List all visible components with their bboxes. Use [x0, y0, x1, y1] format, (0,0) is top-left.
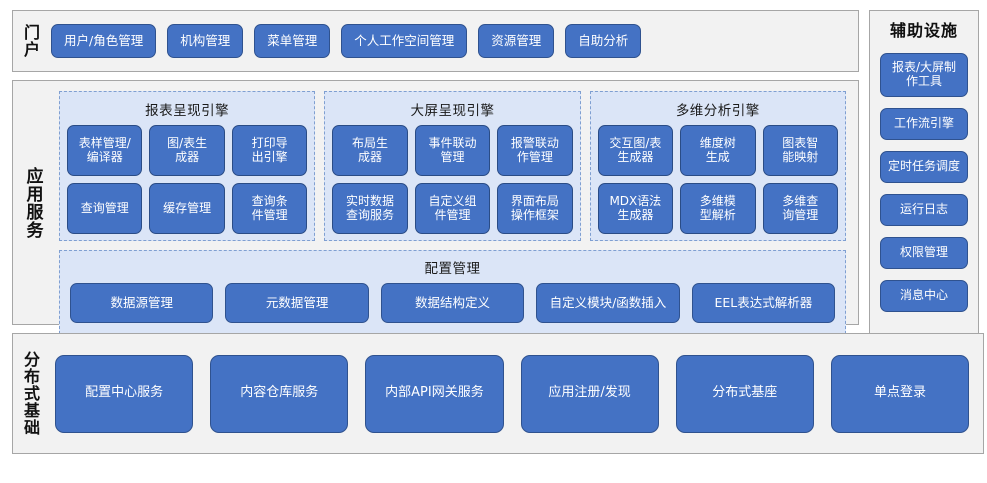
engine-items: 表样管理/ 编译器 图/表生 成器 打印导 出引擎 查询管理 缓存管理 查询条 …: [67, 125, 308, 234]
engine-items: 布局生 成器 事件联动 管理 报警联动 作管理 实时数据 查询服务 自定义组 件…: [332, 125, 573, 234]
aux-item-message-center[interactable]: 消息中心: [880, 280, 968, 312]
distributed-base-section: 分布式基础 配置中心服务 内容仓库服务 内部API网关服务 应用注册/发现 分布…: [12, 333, 984, 454]
distributed-item-config-center-service[interactable]: 配置中心服务: [55, 354, 194, 433]
engine-item-query-management[interactable]: 查询管理: [67, 183, 143, 234]
config-item-data-structure-definition[interactable]: 数据结构定义: [380, 283, 525, 323]
distributed-base-items: 配置中心服务 内容仓库服务 内部API网关服务 应用注册/发现 分布式基座 单点…: [47, 334, 983, 453]
portal-item-org[interactable]: 机构管理: [167, 24, 244, 58]
distributed-item-distributed-base[interactable]: 分布式基座: [675, 354, 814, 433]
distributed-item-app-registry-discovery[interactable]: 应用注册/发现: [520, 354, 659, 433]
engine-item-event-linkage-management[interactable]: 事件联动 管理: [414, 125, 491, 176]
aux-item-workflow-engine[interactable]: 工作流引擎: [880, 108, 968, 140]
engine-item-multidim-query-management[interactable]: 多维查 询管理: [762, 183, 838, 234]
aux-section-title: 辅助设施: [889, 21, 958, 40]
config-item-custom-module-function[interactable]: 自定义模块/函数插入: [536, 283, 680, 323]
portal-item-user-role[interactable]: 用户/角色管理: [51, 24, 157, 58]
engine-item-cache-management[interactable]: 缓存管理: [149, 183, 225, 234]
config-management-items: 数据源管理 元数据管理 数据结构定义 自定义模块/函数插入 EEL表达式解析器: [70, 283, 836, 323]
middle-row: 应用服务 报表呈现引擎 表样管理/ 编译器 图/表生 成器 打印导 出引擎 查询…: [12, 80, 979, 334]
portal-section-label: 门户: [21, 24, 40, 58]
engine-item-dimension-tree-generation[interactable]: 维度树 生成: [680, 125, 756, 176]
aux-item-runtime-log[interactable]: 运行日志: [880, 194, 968, 226]
config-management-group: 配置管理 数据源管理 元数据管理 数据结构定义 自定义模块/函数插入 EEL表达…: [59, 250, 846, 334]
engine-report-rendering: 报表呈现引擎 表样管理/ 编译器 图/表生 成器 打印导 出引擎 查询管理 缓存…: [59, 91, 316, 241]
app-services-body: 报表呈现引擎 表样管理/ 编译器 图/表生 成器 打印导 出引擎 查询管理 缓存…: [53, 81, 858, 334]
portal-section: 门户 用户/角色管理 机构管理 菜单管理 个人工作空间管理 资源管理 自助分析: [12, 10, 859, 72]
config-item-metadata-management[interactable]: 元数据管理: [225, 283, 369, 323]
distributed-item-single-sign-on[interactable]: 单点登录: [830, 354, 970, 433]
engine-item-realtime-data-query-service[interactable]: 实时数据 查询服务: [332, 183, 408, 234]
portal-item-resource[interactable]: 资源管理: [478, 24, 555, 58]
aux-item-scheduled-task[interactable]: 定时任务调度: [880, 151, 968, 183]
engine-item-alarm-linkage-action-management[interactable]: 报警联动 作管理: [497, 125, 573, 176]
engine-bigscreen-rendering: 大屏呈现引擎 布局生 成器 事件联动 管理 报警联动 作管理 实时数据 查询服务…: [324, 91, 581, 241]
engine-title: 大屏呈现引擎: [410, 103, 495, 119]
config-item-datasource-management[interactable]: 数据源管理: [70, 283, 214, 323]
engine-multidim-analysis: 多维分析引擎 交互图/表 生成器 维度树 生成 图表智 能映射 MDX语法 生成…: [589, 91, 846, 241]
engine-item-multidim-model-parsing[interactable]: 多维模 型解析: [680, 183, 756, 234]
portal-items: 用户/角色管理 机构管理 菜单管理 个人工作空间管理 资源管理 自助分析: [47, 11, 858, 71]
distributed-base-section-label: 分布式基础: [21, 351, 40, 436]
engine-item-chart-table-generator[interactable]: 图/表生 成器: [149, 125, 225, 176]
distributed-item-internal-api-gateway-service[interactable]: 内部API网关服务: [365, 354, 504, 433]
engine-item-print-export-engine[interactable]: 打印导 出引擎: [231, 125, 308, 176]
top-row: 门户 用户/角色管理 机构管理 菜单管理 个人工作空间管理 资源管理 自助分析 …: [12, 10, 979, 339]
portal-item-self-analysis[interactable]: 自助分析: [565, 24, 642, 58]
engine-item-mdx-syntax-generator[interactable]: MDX语法 生成器: [597, 183, 674, 234]
engine-item-ui-layout-framework[interactable]: 界面布局 操作框架: [497, 183, 573, 234]
engine-item-custom-component-management[interactable]: 自定义组 件管理: [414, 183, 491, 234]
engine-title: 报表呈现引擎: [145, 103, 230, 119]
config-management-title: 配置管理: [424, 261, 481, 277]
engine-item-interactive-chart-table-generator[interactable]: 交互图/表 生成器: [597, 125, 674, 176]
app-services-section-label: 应用服务: [22, 166, 43, 239]
aux-item-report-bigscreen-tool[interactable]: 报表/大屏制 作工具: [880, 53, 968, 97]
aux-facilities-section: 辅助设施 报表/大屏制 作工具 工作流引擎 定时任务调度 运行日志 权限管理 消…: [869, 10, 979, 339]
engine-item-template-compiler[interactable]: 表样管理/ 编译器: [67, 125, 143, 176]
portal-item-menu[interactable]: 菜单管理: [254, 24, 331, 58]
config-item-eel-expression-parser[interactable]: EEL表达式解析器: [691, 283, 836, 323]
engines-row: 报表呈现引擎 表样管理/ 编译器 图/表生 成器 打印导 出引擎 查询管理 缓存…: [59, 91, 846, 241]
portal-item-workspace[interactable]: 个人工作空间管理: [341, 24, 468, 58]
engine-item-query-condition-management[interactable]: 查询条 件管理: [231, 183, 308, 234]
engine-item-layout-generator[interactable]: 布局生 成器: [332, 125, 408, 176]
app-services-section: 应用服务 报表呈现引擎 表样管理/ 编译器 图/表生 成器 打印导 出引擎 查询…: [12, 80, 859, 334]
distributed-item-content-repository-service[interactable]: 内容仓库服务: [210, 354, 349, 433]
engine-title: 多维分析引擎: [675, 103, 760, 119]
aux-item-permission[interactable]: 权限管理: [880, 237, 968, 269]
aux-items: 报表/大屏制 作工具 工作流引擎 定时任务调度 运行日志 权限管理 消息中心: [880, 45, 968, 330]
engine-item-chart-smart-mapping[interactable]: 图表智 能映射: [762, 125, 838, 176]
engine-items: 交互图/表 生成器 维度树 生成 图表智 能映射 MDX语法 生成器 多维模 型…: [597, 125, 838, 234]
